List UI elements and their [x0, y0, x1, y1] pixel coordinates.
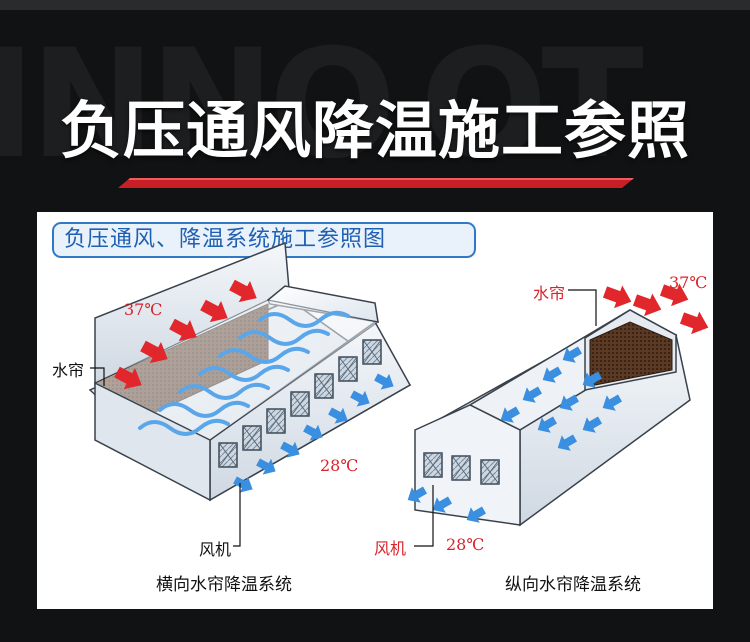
page-headline: 负压通风降温施工参照: [59, 94, 690, 167]
fan-7: [362, 339, 382, 365]
fan-4: [290, 391, 310, 417]
fan-2: [242, 425, 262, 451]
fan-6: [338, 356, 358, 382]
hot-air-arrow: [677, 306, 713, 339]
fan-2: [451, 455, 471, 481]
headline-underline: [118, 178, 634, 188]
fan-3: [266, 408, 286, 434]
background-watermark: INNO OT: [0, 30, 644, 192]
right-greenhouse: [403, 278, 713, 547]
top-strip: [0, 0, 750, 10]
right-fan-label: 风机: [374, 539, 407, 558]
right-caption: 纵向水帘降温系统: [505, 575, 641, 595]
right-outside-temp: 37℃: [669, 273, 708, 292]
left-greenhouse: [88, 241, 412, 547]
left-fan-label: 风机: [199, 540, 232, 559]
left-caption: 横向水帘降温系统: [156, 575, 292, 595]
fan-1: [423, 452, 443, 478]
left-outside-temp: 37℃: [124, 300, 163, 319]
fan-1: [218, 442, 238, 468]
left-curtain-label: 水帘: [52, 361, 85, 380]
right-curtain-label: 水帘: [533, 284, 566, 303]
fan-5: [314, 373, 334, 399]
left-inside-temp: 28℃: [320, 456, 359, 475]
hot-air-arrow: [600, 280, 636, 313]
right-inside-temp: 28℃: [446, 535, 485, 554]
fan-3: [480, 459, 500, 485]
